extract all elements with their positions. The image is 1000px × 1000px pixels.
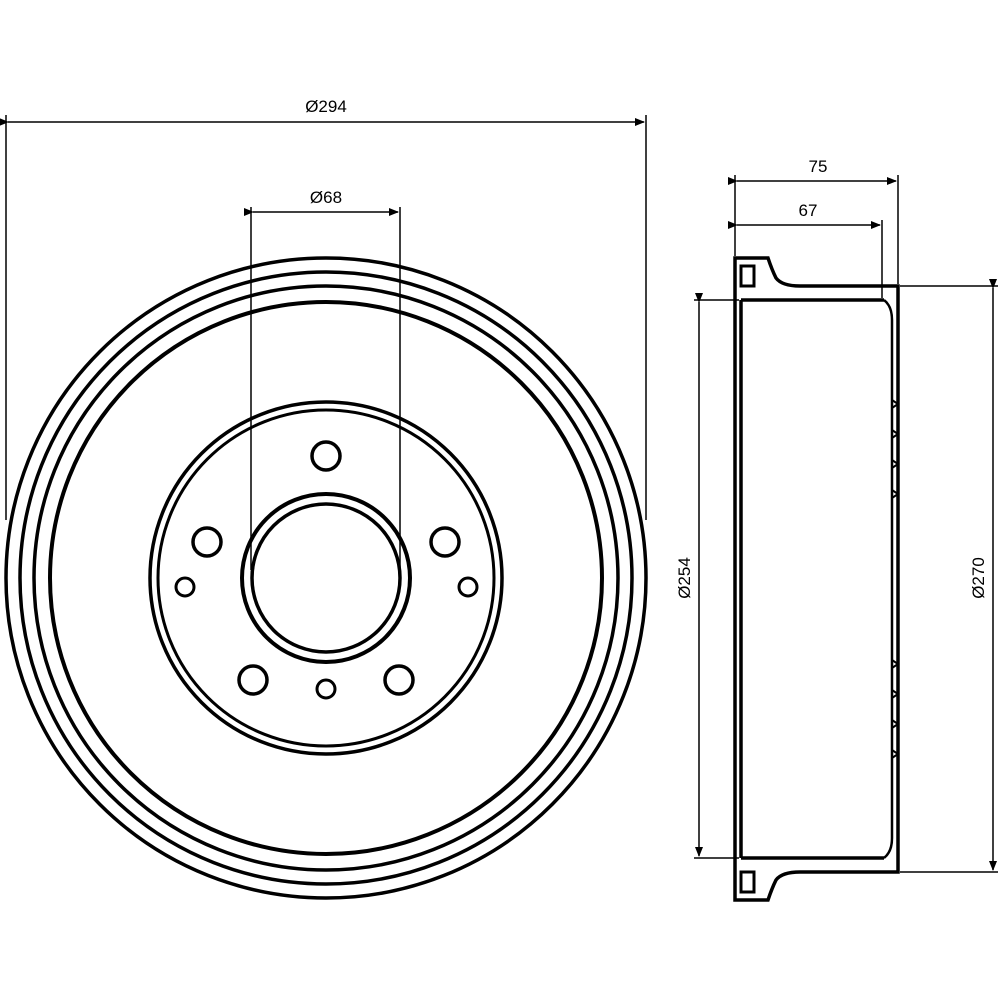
open-edge-lip bbox=[883, 299, 894, 859]
rim-groove-circle-1 bbox=[18, 270, 634, 886]
stud-hole-upper-right bbox=[429, 526, 461, 558]
front-view: Ø294 Ø68 bbox=[0, 97, 648, 900]
dim-label-braking-diameter: Ø254 bbox=[675, 557, 694, 599]
pin-hole-right bbox=[457, 576, 479, 598]
rim-groove-circle-2 bbox=[32, 284, 620, 872]
edge-chamfer-bottom bbox=[891, 659, 900, 759]
dim-label-outer-diameter: Ø294 bbox=[305, 97, 347, 116]
outer-rim-circle bbox=[4, 256, 648, 900]
stud-hole-upper-left bbox=[191, 526, 223, 558]
stud-hole-top bbox=[310, 440, 342, 472]
dim-label-outer-drum-diameter: Ø270 bbox=[969, 557, 988, 599]
dim-label-overall-width: 75 bbox=[809, 157, 828, 176]
dim-label-center-bore: Ø68 bbox=[310, 188, 342, 207]
center-bore-inner-circle bbox=[250, 502, 402, 654]
dim-inner-width: 67 bbox=[728, 201, 883, 298]
center-bore-outer-circle bbox=[240, 492, 412, 664]
flange-step-top bbox=[739, 264, 756, 288]
side-view: 75 67 Ø254 Ø270 bbox=[675, 157, 998, 902]
dim-center-bore: Ø68 bbox=[244, 188, 401, 570]
edge-chamfer-top bbox=[891, 399, 900, 499]
drum-profile-outline bbox=[733, 256, 900, 902]
hub-flange-outer-circle bbox=[148, 400, 504, 756]
stud-hole-lower-right bbox=[383, 664, 415, 696]
flange-step-bottom bbox=[739, 870, 756, 894]
hub-flange-inner-circle bbox=[156, 408, 496, 748]
dim-outer-diameter: Ø294 bbox=[0, 97, 647, 520]
pin-hole-left bbox=[174, 576, 196, 598]
rim-inner-circle bbox=[48, 300, 604, 856]
dim-outer-drum-diameter: Ø270 bbox=[900, 279, 998, 873]
pin-hole-bottom bbox=[315, 678, 337, 700]
dim-label-inner-width: 67 bbox=[799, 201, 818, 220]
stud-hole-lower-left bbox=[237, 664, 269, 696]
dim-overall-width: 75 bbox=[728, 157, 899, 284]
dim-braking-diameter: Ø254 bbox=[675, 293, 739, 859]
